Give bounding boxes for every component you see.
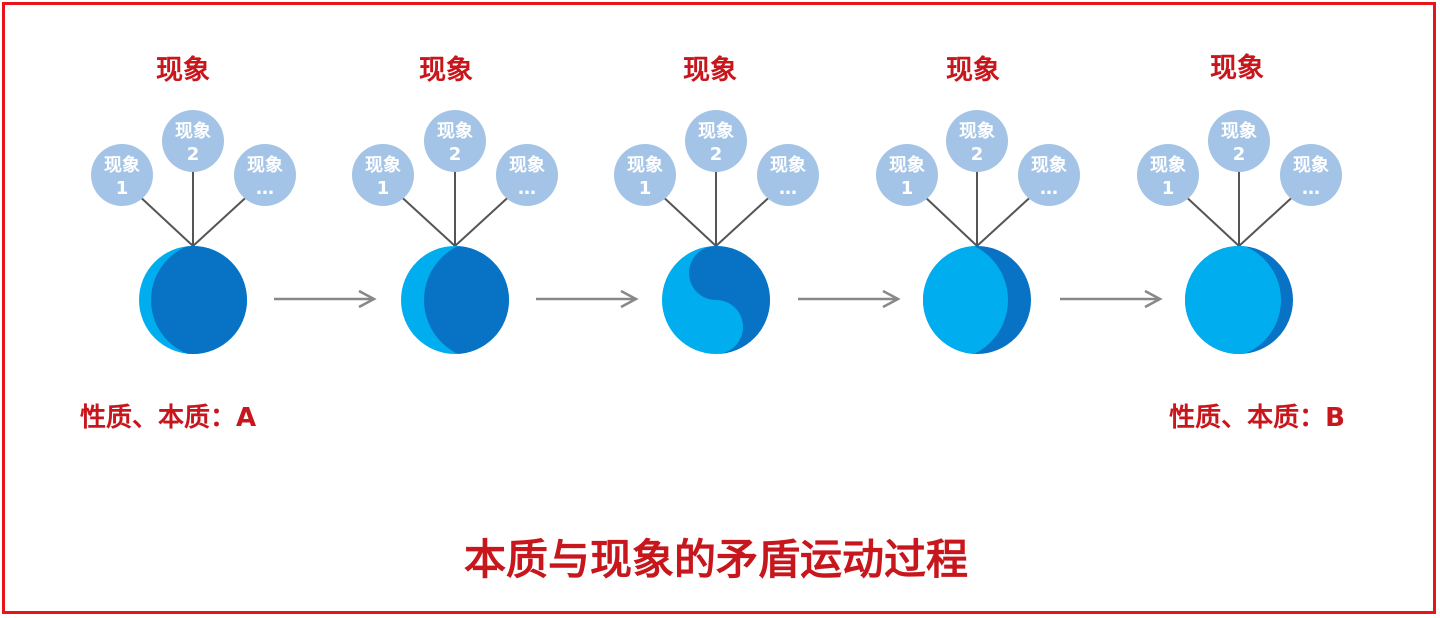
svg-text:现象: 现象 <box>1150 154 1186 176</box>
svg-text:现象: 现象 <box>175 120 211 142</box>
svg-text:现象: 现象 <box>889 154 925 176</box>
svg-text:现象: 现象 <box>365 154 401 176</box>
svg-text:1: 1 <box>901 178 914 199</box>
stage-1: 现象 现象 1 现象 2 现象 … <box>91 54 296 354</box>
svg-text:现象: 现象 <box>959 120 995 142</box>
phenomenon-bubble-1: 现象 1 <box>876 144 938 206</box>
svg-text:…: … <box>518 178 536 199</box>
phenomenon-bubble-1: 现象 1 <box>1137 144 1199 206</box>
svg-text:2: 2 <box>187 144 200 165</box>
phenomenon-bubble-3: 现象 … <box>1280 144 1342 206</box>
essence-sphere <box>923 246 1031 354</box>
svg-text:2: 2 <box>449 144 462 165</box>
diagram-title: 本质与现象的矛盾运动过程 <box>464 535 968 584</box>
stage-title: 现象 <box>419 54 473 86</box>
svg-text:2: 2 <box>971 144 984 165</box>
phenomenon-bubble-3: 现象 … <box>496 144 558 206</box>
phenomenon-bubble-2: 现象 2 <box>946 110 1008 172</box>
essence-sphere <box>662 246 770 354</box>
stage-3: 现象 现象 1 现象 2 现象 … <box>614 54 819 354</box>
essence-sphere <box>401 246 509 354</box>
phenomenon-bubble-2: 现象 2 <box>424 110 486 172</box>
property-label-a: 性质、本质：A <box>80 403 256 433</box>
phenomenon-bubble-3: 现象 … <box>1018 144 1080 206</box>
stage-title: 现象 <box>156 54 210 86</box>
stage-title: 现象 <box>683 54 737 86</box>
phenomenon-bubble-3: 现象 … <box>234 144 296 206</box>
svg-text:1: 1 <box>1162 178 1175 199</box>
svg-text:现象: 现象 <box>698 120 734 142</box>
phenomenon-bubble-3: 现象 … <box>757 144 819 206</box>
svg-text:…: … <box>1302 178 1320 199</box>
stage-5: 现象 现象 1 现象 2 现象 … <box>1137 52 1342 354</box>
phenomenon-bubble-2: 现象 2 <box>685 110 747 172</box>
stage-4: 现象 现象 1 现象 2 现象 … <box>876 54 1080 354</box>
svg-text:现象: 现象 <box>1293 154 1329 176</box>
svg-text:现象: 现象 <box>247 154 283 176</box>
phenomenon-bubble-1: 现象 1 <box>614 144 676 206</box>
svg-text:现象: 现象 <box>627 154 663 176</box>
essence-sphere <box>1185 246 1293 354</box>
stage-title: 现象 <box>1210 52 1264 84</box>
svg-text:1: 1 <box>377 178 390 199</box>
svg-text:现象: 现象 <box>509 154 545 176</box>
phenomenon-bubble-1: 现象 1 <box>91 144 153 206</box>
svg-text:1: 1 <box>639 178 652 199</box>
svg-text:现象: 现象 <box>1221 120 1257 142</box>
svg-text:…: … <box>1040 178 1058 199</box>
phenomenon-bubble-2: 现象 2 <box>1208 110 1270 172</box>
phenomenon-bubble-1: 现象 1 <box>352 144 414 206</box>
svg-text:2: 2 <box>1233 144 1246 165</box>
svg-text:2: 2 <box>710 144 723 165</box>
phenomenon-bubble-2: 现象 2 <box>162 110 224 172</box>
svg-text:1: 1 <box>116 178 129 199</box>
essence-sphere <box>139 246 247 354</box>
svg-text:现象: 现象 <box>104 154 140 176</box>
svg-text:…: … <box>256 178 274 199</box>
stage-2: 现象 现象 1 现象 2 现象 … <box>352 54 558 354</box>
svg-text:现象: 现象 <box>437 120 473 142</box>
property-label-b: 性质、本质：B <box>1169 403 1345 433</box>
stage-title: 现象 <box>946 54 1000 86</box>
svg-text:…: … <box>779 178 797 199</box>
svg-text:现象: 现象 <box>770 154 806 176</box>
svg-text:现象: 现象 <box>1031 154 1067 176</box>
